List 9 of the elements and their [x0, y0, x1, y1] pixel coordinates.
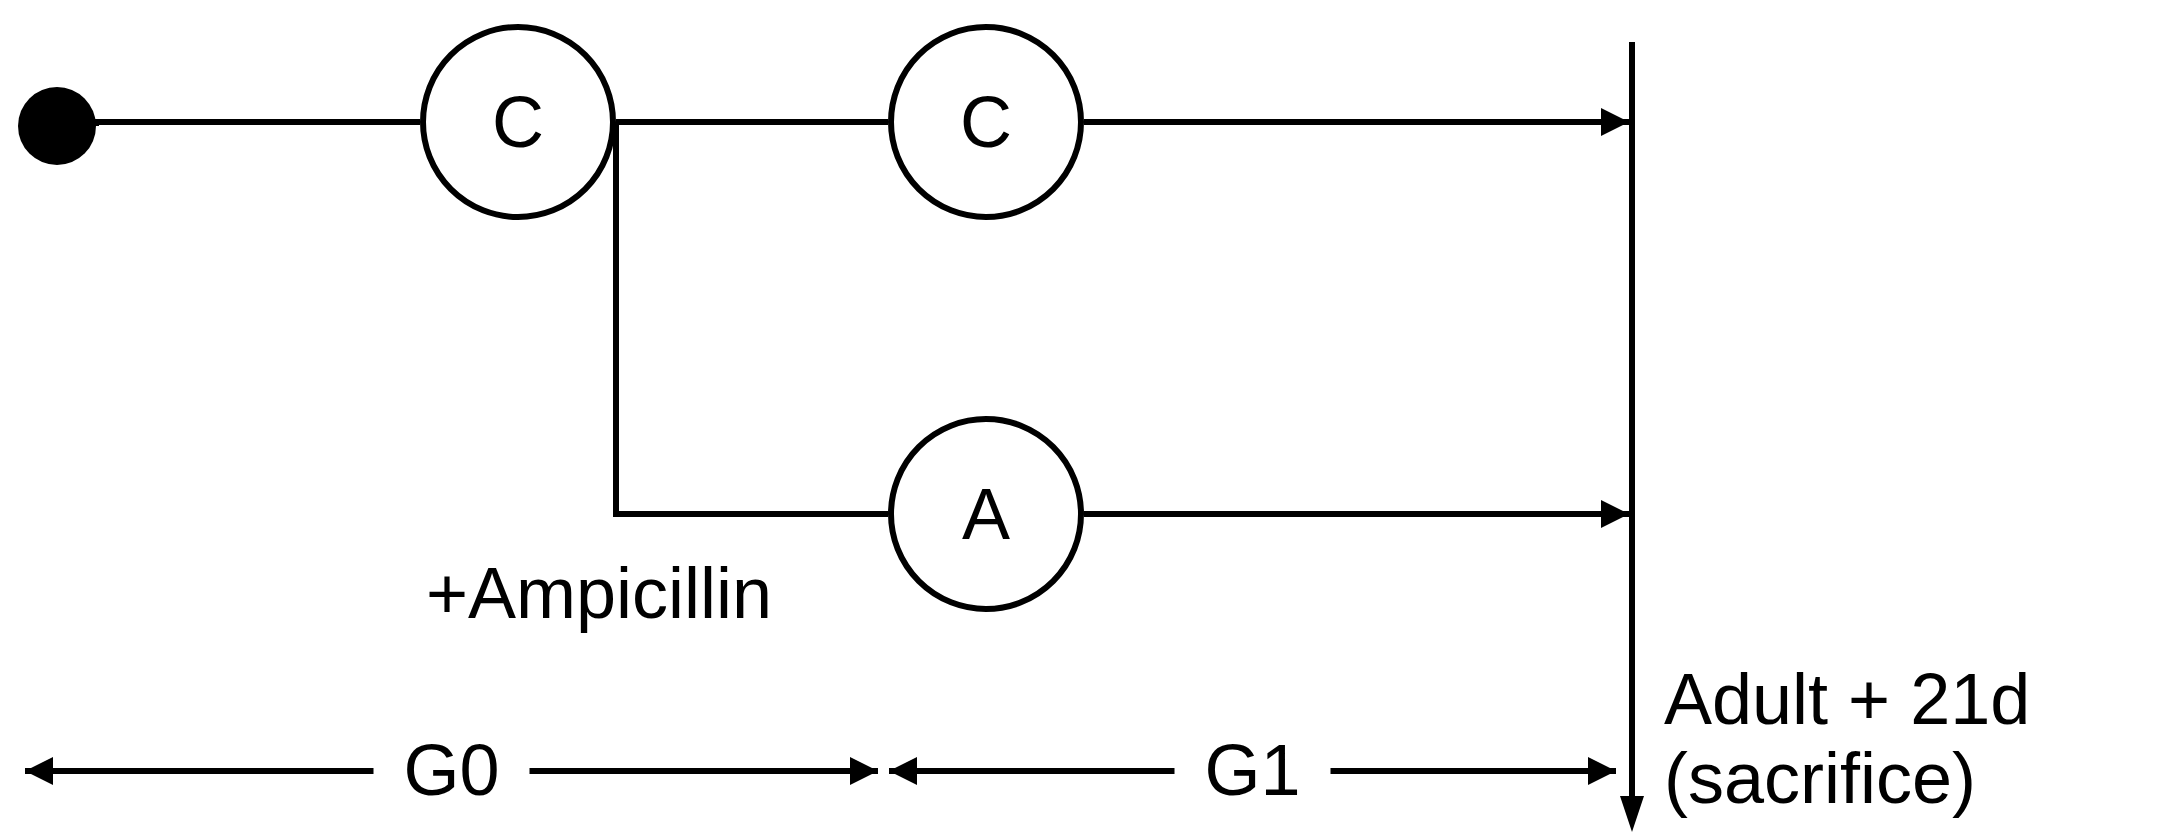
connector-line [616, 119, 888, 125]
arrow [1084, 108, 1629, 136]
arrow [1084, 500, 1629, 528]
group-letter: C [492, 86, 544, 158]
timeline-arrow [1620, 42, 1644, 832]
group-letter: C [960, 86, 1012, 158]
group-letter: A [962, 478, 1010, 550]
connector-line [613, 122, 888, 517]
connector-line [93, 119, 420, 126]
